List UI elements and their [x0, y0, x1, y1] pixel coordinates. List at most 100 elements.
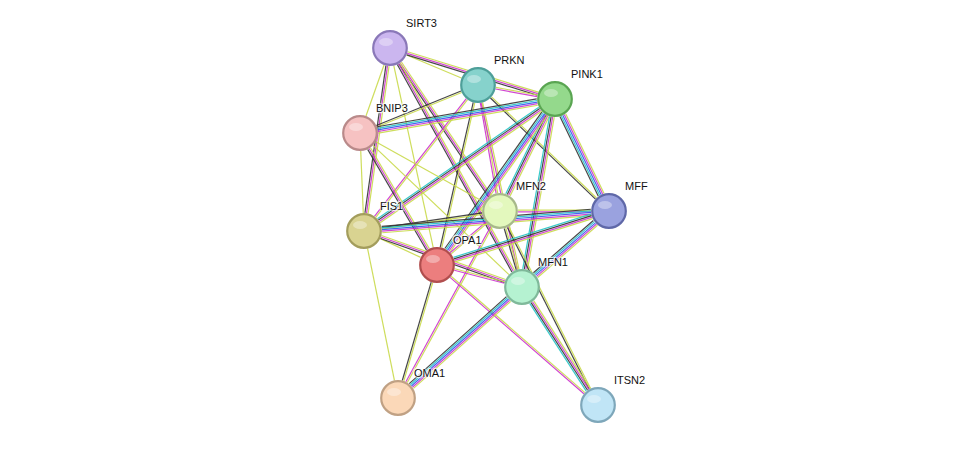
node-label: MFN1: [538, 256, 568, 268]
evidence-line: [561, 116, 599, 196]
node-circle: [372, 30, 408, 66]
node-label: PRKN: [494, 54, 525, 66]
node-label: PINK1: [571, 68, 603, 80]
node-label: SIRT3: [406, 17, 437, 29]
node-circle-fill: [538, 82, 572, 116]
protein-node: FIS1: [346, 213, 382, 249]
evidence-line: [368, 249, 395, 381]
node-highlight: [349, 123, 363, 131]
node-circle: [591, 193, 627, 229]
protein-node: MFN1: [504, 269, 540, 305]
protein-node: MFN2: [482, 193, 518, 229]
interaction-edge: [368, 249, 395, 381]
node-circle-fill: [373, 31, 407, 65]
evidence-line: [380, 239, 420, 258]
node-label: FIS1: [380, 200, 403, 212]
node-highlight: [511, 277, 525, 285]
interaction-edge: [533, 220, 597, 277]
protein-node: PINK1: [537, 81, 573, 117]
evidence-line: [532, 302, 589, 390]
interaction-edge: [445, 112, 547, 252]
node-label: OPA1: [453, 234, 482, 246]
node-highlight: [587, 395, 601, 403]
evidence-line: [538, 225, 598, 277]
node-circle: [380, 380, 416, 416]
evidence-line: [536, 223, 596, 275]
evidence-line: [455, 269, 505, 282]
node-label: MFN2: [516, 180, 546, 192]
node-label: ITSN2: [614, 374, 645, 386]
node-highlight: [387, 388, 401, 396]
evidence-line: [414, 301, 511, 388]
evidence-line: [402, 282, 431, 380]
interaction-edge: [530, 301, 591, 391]
node-circle-fill: [381, 381, 415, 415]
node-circle-fill: [592, 194, 626, 228]
node-highlight: [598, 201, 612, 209]
evidence-line: [451, 223, 487, 254]
evidence-line: [407, 55, 462, 78]
evidence-line: [531, 303, 588, 391]
node-circle: [460, 67, 496, 103]
node-circle-fill: [483, 194, 517, 228]
node-circle-fill: [343, 116, 377, 150]
evidence-line: [535, 222, 595, 274]
node-circle-fill: [420, 248, 454, 282]
node-circle: [580, 387, 616, 423]
evidence-line: [361, 151, 364, 213]
evidence-line: [564, 115, 602, 195]
evidence-line: [507, 227, 589, 389]
evidence-line: [566, 114, 604, 194]
protein-node: SIRT3: [372, 30, 408, 66]
node-highlight: [353, 221, 367, 229]
node-circle-fill: [505, 270, 539, 304]
node-highlight: [379, 38, 393, 46]
evidence-line: [380, 239, 504, 283]
node-label: MFF: [625, 180, 648, 192]
interaction-edge: [376, 142, 485, 202]
node-highlight: [467, 75, 481, 83]
interaction-edge: [454, 269, 505, 284]
protein-node: ITSN2: [580, 387, 616, 423]
protein-node: OMA1: [380, 380, 416, 416]
evidence-line: [409, 297, 506, 384]
evidence-line: [454, 216, 592, 259]
node-circle: [537, 81, 573, 117]
protein-node: BNIP3: [342, 115, 378, 151]
interaction-edge: [507, 227, 590, 390]
interaction-edge: [380, 236, 505, 283]
evidence-line: [453, 214, 591, 257]
interaction-edge: [409, 297, 510, 389]
evidence-line: [537, 224, 597, 276]
evidence-line: [560, 117, 598, 197]
evidence-line: [410, 298, 507, 385]
node-label: BNIP3: [376, 102, 408, 114]
node-highlight: [426, 255, 440, 263]
node-circle: [342, 115, 378, 151]
evidence-line: [496, 89, 538, 97]
node-highlight: [489, 201, 503, 209]
interaction-edge: [560, 114, 604, 196]
evidence-line: [454, 270, 504, 283]
evidence-line: [530, 303, 587, 391]
node-circle-fill: [581, 388, 615, 422]
node-highlight: [544, 89, 558, 97]
node-circle-fill: [347, 214, 381, 248]
interaction-edge: [407, 55, 462, 78]
protein-node: OPA1: [419, 247, 455, 283]
evidence-line: [381, 237, 505, 281]
evidence-line: [411, 299, 508, 386]
evidence-line: [533, 220, 593, 272]
interaction-edge: [361, 151, 364, 213]
evidence-line: [376, 100, 468, 218]
node-label: OMA1: [414, 367, 445, 379]
protein-node: PRKN: [460, 67, 496, 103]
evidence-line: [504, 229, 516, 270]
evidence-line: [412, 300, 509, 387]
node-circle: [504, 269, 540, 305]
evidence-line: [534, 301, 591, 389]
interaction-edge: [453, 214, 592, 262]
evidence-line: [563, 115, 601, 195]
